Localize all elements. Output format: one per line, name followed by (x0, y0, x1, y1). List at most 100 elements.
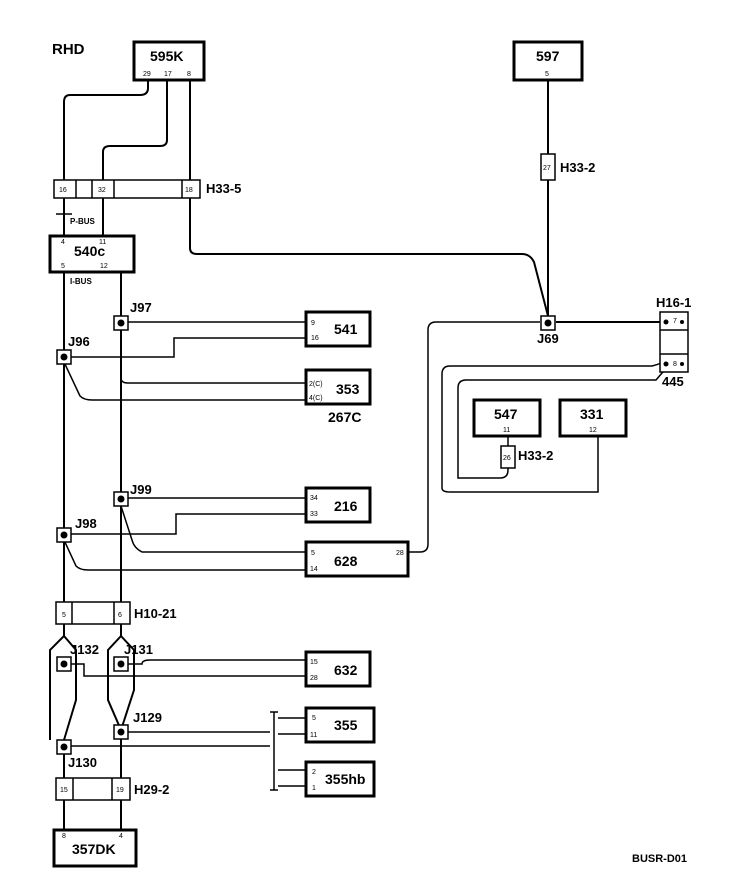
connector-h16-1-sublabel: 445 (662, 374, 684, 389)
connector-h29-2-pin-15: 15 (60, 787, 68, 794)
component-595k-pin-8: 8 (187, 71, 191, 78)
wire-j98-216 (70, 513, 306, 535)
junction-j99: J99 (113, 482, 152, 507)
component-597-label: 597 (536, 48, 560, 64)
connector-h10-21-pin-6: 6 (118, 612, 122, 619)
junction-j131-label: J131 (124, 642, 153, 657)
junction-j130-label: J130 (68, 755, 97, 770)
junction-j129-label: J129 (133, 710, 162, 725)
component-595k-label: 595K (150, 48, 183, 64)
component-216-pin-34: 34 (310, 495, 318, 502)
component-540c-pin-4: 4 (61, 239, 65, 246)
junction-j98: J98 (56, 516, 97, 543)
component-353: 2(C) 4(C) 353 267C (304, 368, 372, 425)
wires (49, 80, 669, 830)
component-597: 597 5 (512, 40, 584, 82)
junction-j98-label: J98 (75, 516, 97, 531)
junction-j96-label: J96 (68, 334, 90, 349)
component-357dk-label: 357DK (72, 841, 116, 857)
component-331-pin-12: 12 (589, 427, 597, 434)
wire-h16-1-331 (441, 359, 669, 493)
component-541: 9 16 541 (304, 310, 372, 348)
component-628-label: 628 (334, 553, 358, 569)
component-357dk: 8 4 357DK (52, 828, 138, 868)
component-628-pin-28: 28 (396, 550, 404, 557)
diagram-title: RHD (52, 41, 85, 58)
connector-h33-2-mid-label: H33-2 (518, 448, 553, 463)
wire-j96-353 (63, 361, 306, 401)
wire-j96-541 (70, 337, 306, 358)
connector-h29-2: 15 19 H29-2 (55, 777, 169, 801)
component-357dk-pin-4: 4 (119, 833, 123, 840)
component-355hb-label: 355hb (325, 771, 365, 787)
component-355hb-pin-2: 2 (312, 769, 316, 776)
component-216-pin-33: 33 (310, 511, 318, 518)
component-597-pin-5: 5 (545, 71, 549, 78)
connector-h33-2-top: 27 H33-2 (540, 153, 595, 181)
diagram-reference: BUSR-D01 (632, 853, 687, 865)
junction-j97: J97 (113, 300, 152, 331)
wire-j131-632 (128, 659, 306, 665)
connector-h10-21-pin-5: 5 (62, 612, 66, 619)
connector-h29-2-label: H29-2 (134, 782, 169, 797)
junction-j132: J132 (56, 642, 99, 672)
component-353-label: 353 (336, 381, 360, 397)
wire-h16-1-547 (457, 365, 669, 479)
component-355-pin-5: 5 (312, 715, 316, 722)
component-628-pin-14: 14 (310, 566, 318, 573)
connector-h33-2-mid: 26 H33-2 (500, 445, 553, 469)
connector-h16-1: 7 8 H16-1 445 (656, 295, 691, 389)
component-632-label: 632 (334, 662, 358, 678)
connector-h33-5-pin-32: 32 (98, 187, 106, 194)
component-595k-pin-17: 17 (164, 71, 172, 78)
component-540c-pin-5: 5 (61, 263, 65, 270)
component-331: 331 12 (558, 398, 628, 438)
connector-h33-2-top-pin-27: 27 (543, 165, 551, 172)
connector-h10-21: 5 6 H10-21 (55, 601, 177, 625)
component-632-pin-28: 28 (310, 675, 318, 682)
wire-628-28 (408, 321, 540, 553)
component-595k: 595K 29 17 8 (132, 40, 206, 82)
junction-j69: J69 (537, 315, 559, 346)
component-632: 15 28 632 (304, 650, 372, 688)
junction-j97-label: J97 (130, 300, 152, 315)
component-353-pin-2c: 2(C) (309, 381, 323, 388)
component-547-label: 547 (494, 406, 518, 422)
component-628-pin-5: 5 (311, 550, 315, 557)
component-628: 5 14 28 628 (304, 540, 410, 578)
junction-j130: J130 (56, 739, 97, 770)
junction-j96: J96 (56, 334, 90, 365)
connector-h33-2-top-label: H33-2 (560, 160, 595, 175)
wire-595k-29 (63, 80, 149, 180)
connector-h33-5-pin-18: 18 (185, 187, 193, 194)
component-357dk-pin-8: 8 (62, 833, 66, 840)
connector-h16-1-label: H16-1 (656, 295, 691, 310)
connector-h33-5-label: H33-5 (206, 181, 241, 196)
component-353-pin-4c: 4(C) (309, 395, 323, 402)
p-bus-label: P-BUS (70, 217, 96, 226)
connector-h16-1-pin-7: 7 (673, 318, 677, 325)
component-540c-label: 540c (74, 243, 105, 259)
connector-h29-2-pin-19: 19 (116, 787, 124, 794)
wire-h10-21-5-cross (63, 635, 77, 741)
component-547-pin-11: 11 (503, 427, 510, 434)
junction-j132-label: J132 (70, 642, 99, 657)
component-632-pin-15: 15 (310, 659, 318, 666)
wire-595k-17 (102, 80, 168, 180)
i-bus-label: I-BUS (70, 277, 92, 286)
connector-h10-21-label: H10-21 (134, 606, 177, 621)
component-540c-pin-12: 12 (100, 263, 108, 270)
wire-h10-21-6-cross (107, 624, 122, 731)
wire-h33-5-18-j69 (189, 198, 549, 317)
wire-h10-21-6-right (120, 635, 135, 731)
connector-h33-5: 16 32 18 H33-5 (53, 179, 241, 199)
wire-j98-628 (63, 539, 306, 571)
component-331-label: 331 (580, 406, 604, 422)
wire-h10-21-5-left (49, 624, 65, 740)
connector-h33-2-mid-pin-26: 26 (503, 455, 511, 462)
component-355-pin-11: 11 (310, 732, 317, 739)
component-353-sublabel: 267C (328, 409, 361, 425)
component-216: 34 33 216 (304, 486, 372, 524)
component-547: 547 11 (472, 398, 542, 438)
